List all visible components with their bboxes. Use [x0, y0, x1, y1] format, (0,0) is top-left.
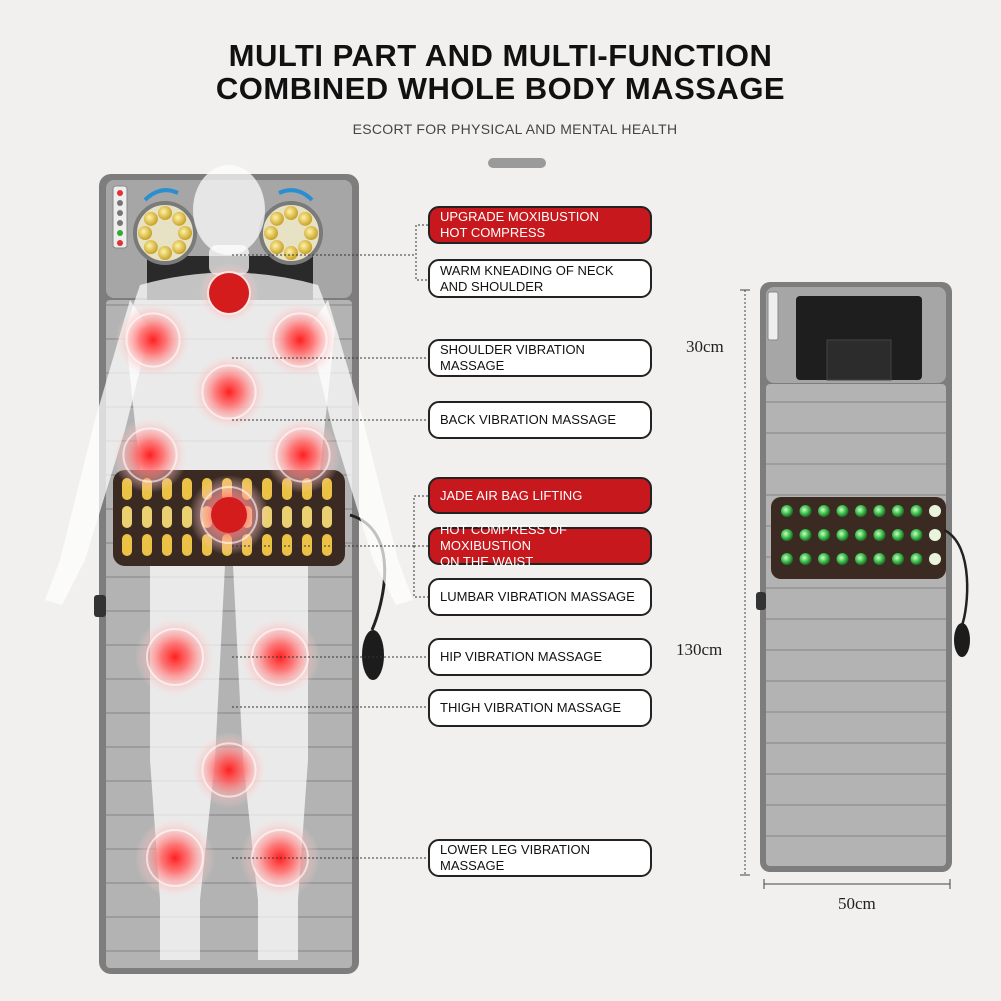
heat-node [282, 506, 292, 528]
heat-node [182, 478, 192, 500]
label-thigh-vibration: THIGH VIBRATION MASSAGE [428, 689, 652, 727]
kneading-node [298, 211, 313, 226]
jade-stone [818, 553, 830, 565]
kneading-node [158, 246, 172, 260]
jade-stone [818, 529, 830, 541]
heat-node [122, 534, 132, 556]
kneading-node [284, 206, 298, 220]
heat-node [282, 534, 292, 556]
right-massage-mat [756, 282, 970, 872]
label-jade-air-bag: JADE AIR BAG LIFTING [428, 477, 652, 514]
moxibustion-point [211, 497, 247, 533]
kneading-node [269, 211, 284, 226]
kneading-node [143, 240, 158, 255]
dimension-length: 130cm [676, 640, 723, 659]
jade-stone [929, 529, 941, 541]
vibration-zones [112, 263, 341, 898]
jade-stone [892, 553, 904, 565]
jade-stone [873, 529, 886, 541]
kneading-node [172, 240, 187, 255]
jade-stone [855, 553, 867, 565]
vibration-ring [201, 742, 257, 798]
vibration-ring [275, 427, 331, 483]
jade-stone [910, 553, 923, 565]
label-lumbar-vibration: LUMBAR VIBRATION MASSAGE [428, 578, 652, 616]
jade-stone [836, 505, 849, 517]
label-upgrade-moxibustion: UPGRADE MOXIBUSTION HOT COMPRESS [428, 206, 652, 244]
jade-stone [781, 553, 793, 565]
jade-stone [873, 505, 886, 517]
vibration-ring [272, 312, 328, 368]
heat-node [182, 534, 192, 556]
jade-stone [910, 505, 923, 517]
page-title-line-1: MULTI PART AND MULTI-FUNCTION [228, 38, 773, 73]
heat-node [142, 534, 152, 556]
label-back-vibration: BACK VIBRATION MASSAGE [428, 401, 652, 439]
jade-stone [818, 505, 830, 517]
label-hip-vibration: HIP VIBRATION MASSAGE [428, 638, 652, 676]
heat-node [302, 506, 312, 528]
heat-node [122, 506, 132, 528]
jade-stone [892, 505, 904, 517]
heat-node [162, 534, 172, 556]
kneading-node [298, 240, 313, 255]
vibration-ring [122, 427, 178, 483]
label-shoulder-vibration: SHOULDER VIBRATION MASSAGE [428, 339, 652, 377]
kneading-node [264, 226, 278, 240]
moxibustion-point [209, 273, 249, 313]
heat-node [302, 534, 312, 556]
kneading-node [158, 206, 172, 220]
jade-stone [873, 553, 886, 565]
heat-node [322, 506, 332, 528]
kneading-node [304, 226, 318, 240]
dimension-head: 30cm [686, 337, 724, 356]
kneading-node [284, 246, 298, 260]
jade-stone [855, 529, 867, 541]
label-warm-kneading: WARM KNEADING OF NECK AND SHOULDER [428, 259, 652, 298]
vibration-ring [146, 829, 204, 887]
leader-lines [232, 224, 428, 859]
kneading-node [172, 211, 187, 226]
carousel-indicator[interactable] [488, 158, 546, 168]
vibration-ring [207, 271, 251, 315]
dimension-lines [740, 289, 951, 889]
label-lower-leg-vibration: LOWER LEG VIBRATION MASSAGE [428, 839, 652, 877]
dimension-width: 50cm [838, 894, 876, 913]
jade-stone [855, 505, 867, 517]
heat-node [142, 506, 152, 528]
page-title-line-2: COMBINED WHOLE BODY MASSAGE [215, 71, 786, 106]
vibration-ring [146, 628, 204, 686]
page-subtitle: ESCORT FOR PHYSICAL AND MENTAL HEALTH [352, 121, 678, 137]
jade-stone [892, 529, 904, 541]
jade-stone [799, 529, 812, 541]
jade-stone [836, 553, 849, 565]
jade-stone [910, 529, 923, 541]
label-waist-moxibustion: HOT COMPRESS OF MOXIBUSTION ON THE WAIST [428, 522, 652, 569]
kneading-node [269, 240, 284, 255]
heat-node [322, 534, 332, 556]
kneading-node [178, 226, 192, 240]
heat-node [262, 478, 272, 500]
kneading-node [138, 226, 152, 240]
vibration-ring [201, 364, 257, 420]
kneading-node [143, 211, 158, 226]
vibration-ring [125, 312, 181, 368]
jade-stone [781, 529, 793, 541]
vibration-ring [200, 486, 258, 544]
heat-node [162, 506, 172, 528]
jade-stone [929, 553, 941, 565]
jade-stone [781, 505, 793, 517]
jade-stone [836, 529, 849, 541]
jade-stone [799, 553, 812, 565]
jade-stone [799, 505, 812, 517]
heat-node [262, 534, 272, 556]
jade-stone [929, 505, 941, 517]
